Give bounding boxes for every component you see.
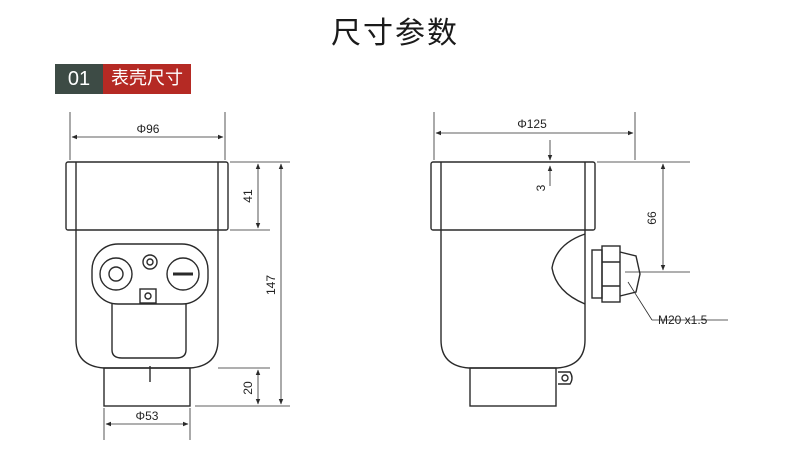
dim-front-cap-height: 41	[241, 189, 255, 203]
small-dial-icon	[142, 254, 158, 270]
dim-front-bottom-width: Φ53	[136, 409, 159, 423]
front-view	[65, 161, 229, 407]
left-knob-icon	[99, 257, 133, 291]
dim-side-lip: 3	[534, 184, 548, 191]
cable-gland-cap	[619, 251, 641, 297]
dim-front-bottom-height: 20	[241, 381, 255, 395]
square-button-icon	[139, 288, 157, 304]
side-lug	[558, 371, 573, 385]
front-cap	[65, 161, 229, 231]
section-number: 01	[55, 64, 103, 94]
front-dimensions	[69, 112, 290, 440]
side-cap	[430, 161, 596, 231]
section-label: 表壳尺寸	[103, 64, 191, 94]
dim-front-total-height: 147	[264, 275, 278, 295]
cable-gland-nut	[591, 249, 603, 299]
side-view	[430, 161, 641, 407]
page-title: 尺寸参数	[331, 16, 459, 51]
side-dimensions	[433, 112, 728, 321]
right-knob-icon	[166, 257, 200, 291]
section-tag: 01 表壳尺寸	[55, 64, 191, 94]
cable-gland-body	[601, 245, 621, 303]
front-display-panel	[91, 243, 209, 305]
side-body	[440, 230, 586, 369]
side-stem	[469, 367, 557, 407]
side-boss	[551, 233, 586, 305]
front-stem	[103, 367, 191, 407]
dim-side-thread: M20 x1.5	[658, 313, 708, 327]
dim-side-cable-height: 66	[645, 211, 659, 225]
dim-front-top-width: Φ96	[137, 122, 160, 136]
dim-side-top-width: Φ125	[517, 117, 547, 131]
